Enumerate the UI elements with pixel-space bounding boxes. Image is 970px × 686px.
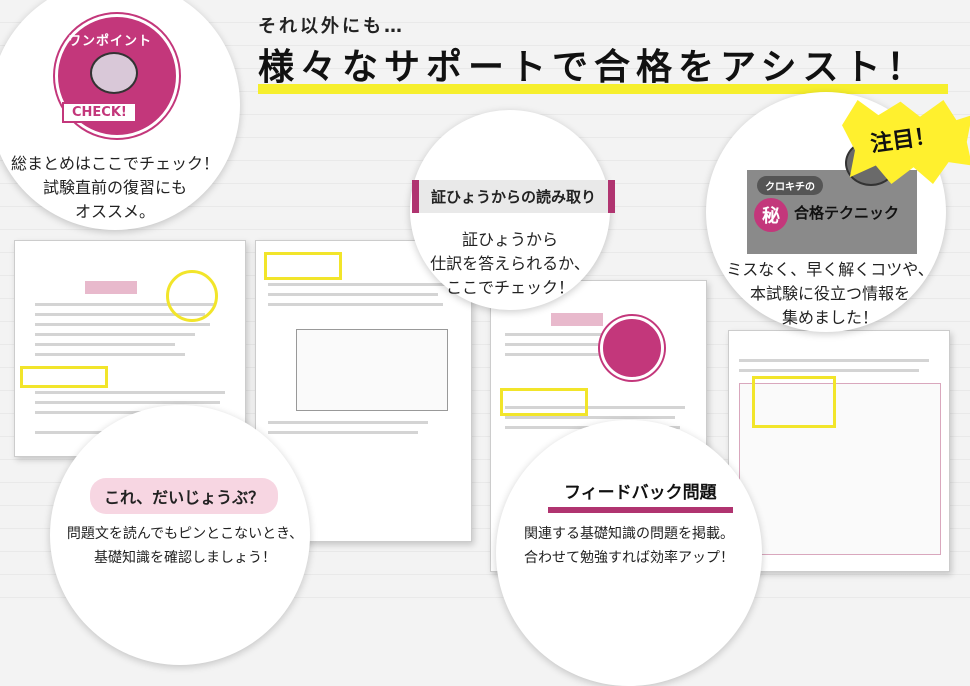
voucher-description: 証ひょうから 仕訳を答えられるか、 ここでチェック！	[430, 230, 590, 297]
page1-heading	[85, 281, 137, 294]
book-page-secret	[728, 330, 950, 572]
voucher-label: 証ひょうからの読み取り	[412, 180, 616, 213]
highlight-one-point-badge	[166, 270, 218, 322]
cat-icon	[90, 52, 138, 94]
one-point-badge-check: CHECK!	[62, 102, 137, 123]
highlight-basic-label	[20, 366, 108, 388]
secret-icon: 秘	[754, 198, 788, 232]
headline-title: 様々なサポートで合格をアシスト！	[258, 47, 929, 88]
one-point-badge-top: ワンポイント	[68, 34, 153, 49]
highlight-secret-label	[752, 376, 836, 428]
feedback-description: 関連する基礎知識の問題を掲載。 合わせて勉強すれば効率アップ！	[524, 526, 734, 566]
secret-technique-title: 合格テクニック	[794, 204, 900, 222]
secret-description: ミスなく、早く解くコツや、 本試験に役立つ情報を 集めました！	[726, 260, 934, 327]
mini-one-point-badge	[600, 316, 664, 380]
headline-subtitle: それ以外にも…	[258, 16, 405, 37]
basic-description: 問題文を読んでもピンとこないとき、 基礎知識を確認しましょう！	[66, 526, 304, 566]
highlight-feedback-label	[500, 388, 588, 416]
one-point-description: 総まとめはここでチェック！ 試験直前の復習にも オススメ。	[10, 154, 219, 221]
basic-label: これ、だいじょうぶ？	[90, 478, 279, 514]
headline-underline	[258, 84, 948, 94]
feedback-label: フィードバック問題	[548, 474, 733, 513]
kurokichi-label: クロキチの	[757, 176, 823, 195]
highlight-voucher-label	[264, 252, 342, 280]
